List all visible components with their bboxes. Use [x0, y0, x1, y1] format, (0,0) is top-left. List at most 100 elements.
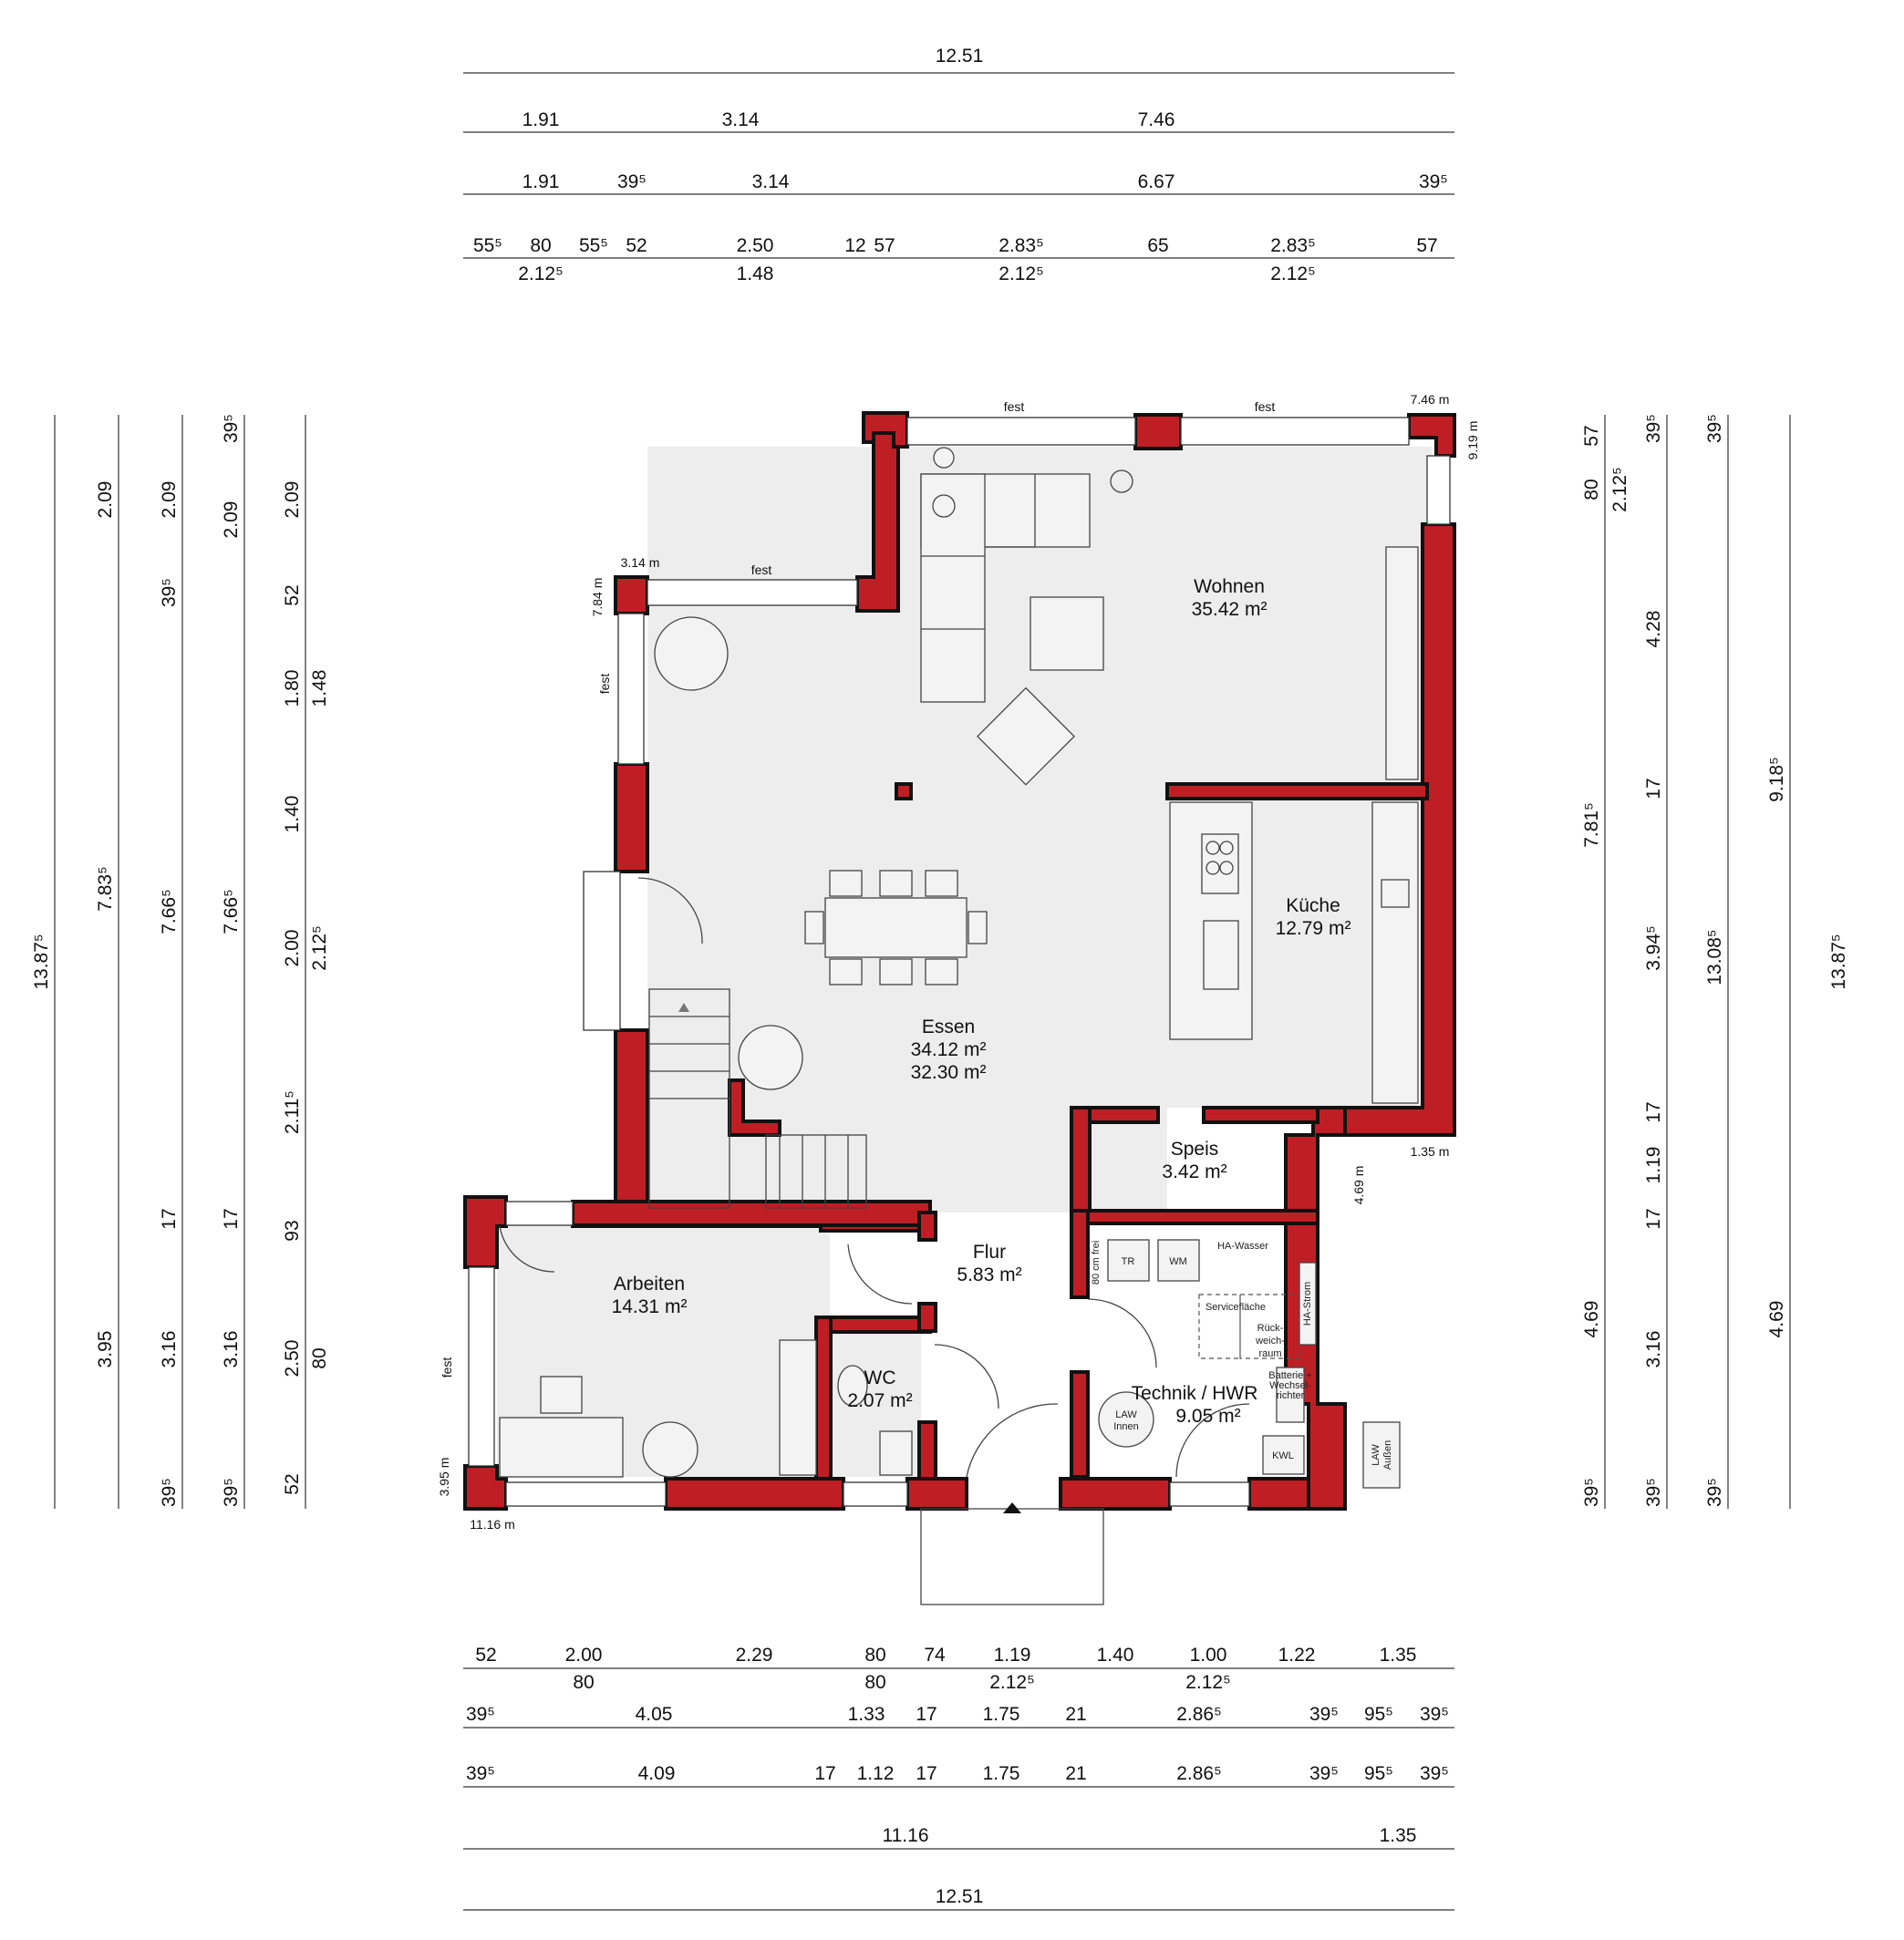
dim-bot-1-9: 1.35 — [1380, 1645, 1417, 1666]
oven — [1381, 879, 1410, 908]
room-wc-name: WC — [864, 1367, 896, 1388]
window-top-2 — [1180, 417, 1410, 446]
dim-bot-1-3: 80 — [864, 1645, 885, 1666]
annotations: fest fest fest fest fest 7.46 m 9.19 m 3… — [437, 392, 1480, 1532]
label-law-innen1: LAW — [1115, 1409, 1137, 1420]
dim-bot-1-0: 52 — [475, 1645, 496, 1666]
dim-left-4-0: 39⁵ — [221, 414, 242, 443]
rueckweich-zone — [1239, 1294, 1300, 1359]
dim-left-3-1: 39⁵ — [159, 578, 180, 607]
label-ha-wasser: HA-Wasser — [1217, 1241, 1268, 1252]
label-batterie1: Batterie + — [1268, 1370, 1311, 1381]
stairs-up-arrow-icon — [678, 1003, 689, 1012]
dim-top-4-9: 2.83⁵ — [1270, 235, 1316, 256]
wall-bottom-1 — [664, 1477, 845, 1511]
dims-top: 12.51 1.91 3.14 7.46 1.91 39⁵ 3.14 6.67 … — [463, 46, 1454, 284]
wall-left-mid — [614, 762, 649, 873]
dim-top-3-2: 3.14 — [752, 171, 790, 192]
fest-left: fest — [597, 674, 612, 695]
dim-bot-3-5: 1.75 — [983, 1763, 1020, 1784]
dim-left-2-2: 3.95 — [95, 1331, 116, 1368]
dim-bot-1b-2: 2.12⁵ — [989, 1672, 1035, 1693]
room-technik-area: 9.05 m² — [1175, 1406, 1240, 1427]
window-arbeiten-left — [468, 1266, 495, 1467]
wm-machine — [1157, 1239, 1200, 1282]
window-arbeiten-top — [505, 1201, 574, 1226]
dim-right-3-7: 3.16 — [1643, 1331, 1664, 1368]
label-rueck3: raum — [1258, 1348, 1281, 1359]
dim-left-5-6: 93 — [282, 1220, 303, 1241]
dim-left-1-0: 13.87⁵ — [31, 934, 52, 989]
dim-bot-3-4: 17 — [916, 1763, 936, 1784]
dim-right-1-1: 80 — [1581, 479, 1602, 500]
dim-bot-1-8: 1.22 — [1278, 1645, 1316, 1666]
dim-top-3-1: 39⁵ — [617, 171, 647, 192]
height-395: 3.95 m — [437, 1458, 451, 1497]
dim-right-3-0: 39⁵ — [1643, 414, 1664, 443]
wall-wc-right-bottom — [917, 1420, 937, 1481]
dim-bot-2-5: 21 — [1065, 1704, 1086, 1725]
dim-bot-1-5: 1.19 — [994, 1645, 1031, 1666]
room-wohnen-area: 35.42 m² — [1192, 599, 1268, 620]
dim-top-4-2: 55⁵ — [579, 235, 608, 256]
column-center — [895, 782, 913, 800]
dim-top-5-2: 2.12⁵ — [999, 263, 1044, 284]
dim-right-1-0: 57 — [1581, 425, 1602, 446]
window-arbeiten-bottom — [505, 1481, 667, 1507]
dim-top-4-1: 80 — [530, 235, 551, 256]
dim-top-4-0: 55⁵ — [473, 235, 502, 256]
law-innen-unit — [1098, 1391, 1154, 1448]
door-swing-flur — [847, 1243, 913, 1305]
dim-top-4-10: 57 — [1416, 235, 1437, 256]
stairs — [648, 988, 867, 1209]
dim-right-4-1: 13.08⁵ — [1704, 929, 1725, 985]
dim-right-3-5: 1.19 — [1643, 1147, 1664, 1184]
dim-right-3-4: 17 — [1643, 1101, 1664, 1122]
plant-3 — [642, 1421, 698, 1478]
dim-right-1-2: 7.81⁵ — [1581, 802, 1602, 848]
dim-top-3-4: 39⁵ — [1419, 171, 1448, 192]
label-ha-strom: HA-Strom — [1302, 1282, 1313, 1326]
room-arbeiten-area: 14.31 m² — [612, 1296, 688, 1317]
dim-left-5-7: 2.50 — [282, 1340, 303, 1378]
label-wm: WM — [1169, 1256, 1187, 1267]
room-arbeiten-name: Arbeiten — [614, 1274, 685, 1295]
dims-bottom: 52 2.00 2.29 80 74 1.19 1.40 1.00 1.22 1… — [463, 1645, 1454, 1911]
dim-right-6-0: 13.87⁵ — [1828, 934, 1849, 989]
wall-speis-bottom — [1070, 1209, 1319, 1225]
dim-left-5-3: 1.40 — [282, 796, 303, 833]
wall-speis-top-r — [1202, 1106, 1319, 1124]
dim-left-6-2: 80 — [309, 1347, 330, 1368]
dim-left-5-0: 2.09 — [282, 481, 303, 519]
wall-bottom-4 — [1247, 1477, 1310, 1511]
dim-top-5-0: 2.12⁵ — [518, 263, 564, 284]
dim-bot-2-7: 39⁵ — [1309, 1704, 1339, 1725]
dining-chairs — [804, 870, 988, 985]
dim-bot-2-9: 39⁵ — [1420, 1704, 1449, 1725]
dim-bot-5-0: 12.51 — [936, 1886, 984, 1907]
window-left-upper — [617, 613, 645, 765]
dim-bot-2-2: 1.33 — [848, 1704, 885, 1725]
label-tr: TR — [1122, 1256, 1135, 1267]
room-essen-area2: 32.30 m² — [911, 1062, 987, 1083]
dim-bot-1-4: 74 — [924, 1645, 946, 1666]
label-rueck2: weich- — [1255, 1336, 1285, 1347]
room-flur-name: Flur — [973, 1242, 1006, 1263]
kwl-unit — [1262, 1435, 1305, 1475]
window-right-top — [1426, 455, 1451, 525]
window-technik-bottom — [1169, 1481, 1250, 1507]
dim-left-6-0: 1.48 — [309, 670, 330, 707]
wc-basin — [879, 1430, 913, 1476]
dim-bot-3-6: 21 — [1065, 1763, 1086, 1784]
lamp — [932, 494, 956, 518]
dim-bot-2-6: 2.86⁵ — [1176, 1704, 1222, 1725]
window-top-1 — [906, 417, 1136, 446]
dim-bot-2-8: 95⁵ — [1364, 1704, 1393, 1725]
wall-wc-top — [814, 1316, 932, 1334]
door-swing-technik — [1087, 1298, 1157, 1368]
wall-left-lower-2 — [571, 1028, 649, 1228]
wall-bottom-2 — [905, 1477, 968, 1511]
label-law-aussen1: LAW — [1371, 1444, 1381, 1466]
wall-bottom-3 — [1059, 1477, 1172, 1511]
